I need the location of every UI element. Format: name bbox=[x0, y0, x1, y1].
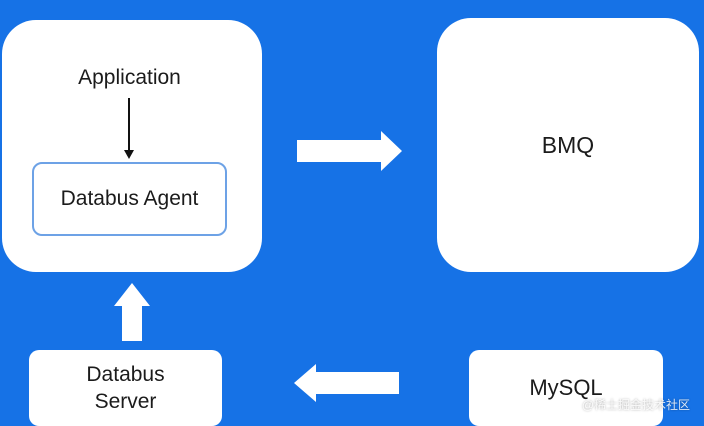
mysql-label: MySQL bbox=[529, 375, 603, 400]
mysql-to-server-arrow bbox=[294, 364, 399, 402]
app-to-bmq-arrow bbox=[297, 131, 402, 171]
bmq-label: BMQ bbox=[541, 131, 595, 158]
bmq-box: BMQ bbox=[437, 18, 699, 272]
databus-agent-box: Databus Agent bbox=[32, 162, 227, 236]
watermark-text: @稀土掘金技术社区 bbox=[581, 398, 690, 412]
databus-server-box: Databus Server bbox=[29, 350, 222, 426]
databus-agent-label: Databus Agent bbox=[60, 187, 199, 210]
databus-server-label-line2: Server bbox=[94, 390, 157, 413]
databus-server-label-line1: Databus bbox=[86, 363, 165, 386]
server-to-app-arrow bbox=[114, 283, 150, 341]
mysql-box: MySQL bbox=[469, 350, 663, 426]
application-label: Application bbox=[78, 66, 181, 89]
application-to-agent-arrow bbox=[124, 98, 134, 159]
